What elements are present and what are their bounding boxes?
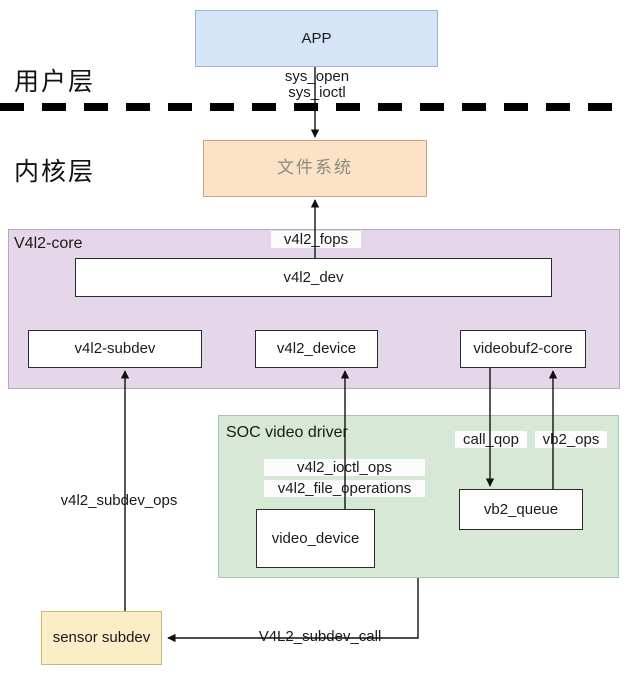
edge-label-sys-open: sys_open bbox=[284, 68, 350, 85]
region-title-soc-video-driver: SOC video driver bbox=[226, 424, 348, 441]
edge-label-vb2-ops: vb2_ops bbox=[535, 431, 607, 449]
box-video-device[interactable]: video_device bbox=[256, 509, 375, 568]
box-v4l2-dev[interactable]: v4l2_dev bbox=[75, 258, 552, 297]
edge-label-call-qop: call_qop bbox=[455, 431, 527, 449]
edge-label-v4l2-subdev-call: V4L2_subdev_call bbox=[258, 628, 382, 645]
box-sensor-subdev[interactable]: sensor subdev bbox=[41, 611, 162, 665]
layer-label-user: 用户层 bbox=[14, 67, 96, 96]
layer-label-kernel: 内核层 bbox=[14, 157, 96, 186]
box-v4l2-subdev[interactable]: v4l2-subdev bbox=[28, 330, 202, 368]
box-vb2-queue[interactable]: vb2_queue bbox=[459, 489, 583, 530]
box-app[interactable]: APP bbox=[195, 10, 438, 67]
region-title-v4l2-core: V4l2-core bbox=[14, 235, 83, 252]
box-filesystem[interactable]: 文件系统 bbox=[203, 140, 427, 197]
edge-label-v4l2-file-operations: v4l2_file_operations bbox=[264, 480, 425, 498]
edge-label-sys-ioctl: sys_ioctl bbox=[288, 84, 346, 101]
edge-label-v4l2-subdev-ops: v4l2_subdev_ops bbox=[60, 492, 178, 509]
user-kernel-divider bbox=[0, 103, 628, 111]
box-videobuf2-core[interactable]: videobuf2-core bbox=[460, 330, 586, 368]
box-v4l2-device[interactable]: v4l2_device bbox=[255, 330, 378, 368]
edge-label-v4l2-ioctl-ops: v4l2_ioctl_ops bbox=[264, 459, 425, 477]
edge-label-v4l2-fops: v4l2_fops bbox=[271, 231, 361, 249]
